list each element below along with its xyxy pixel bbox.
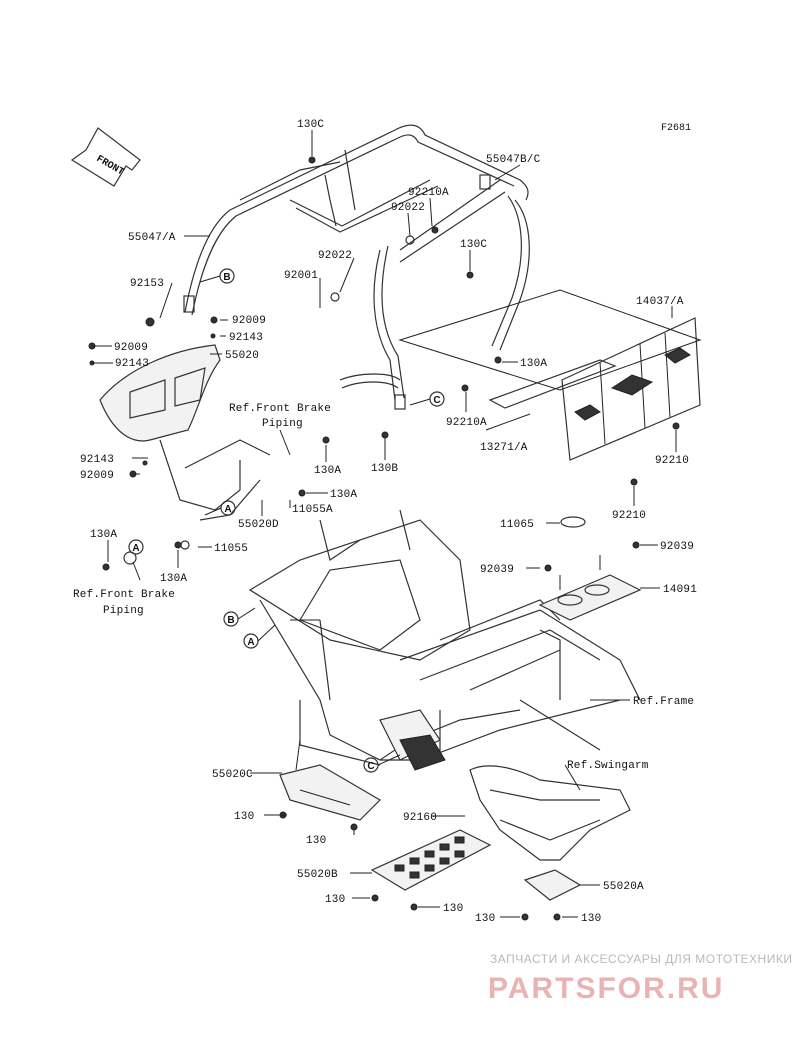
part-label-130b: 130B [371, 463, 398, 475]
front-arrow-icon: FRONT [70, 127, 141, 187]
part-label-130-e: 130 [475, 913, 495, 925]
part-label-92001: 92001 [284, 270, 318, 282]
part-label-92022-a: 92022 [391, 202, 425, 214]
part-label-55020c: 55020C [212, 769, 253, 781]
part-label-130-c: 130 [325, 894, 345, 906]
roll-cage-drawing [183, 124, 530, 410]
part-label-92210a-top: 92210A [408, 187, 449, 199]
part-label-14091: 14091 [663, 584, 697, 596]
skid-plate-a-drawing [523, 869, 582, 901]
part-label-130-d: 130 [443, 903, 463, 915]
part-label-92009-c: 92009 [80, 470, 114, 482]
part-label-130a-c: 130A [330, 489, 357, 501]
skid-plate-b-drawing [370, 829, 492, 891]
part-label-130a-d: 130A [90, 529, 117, 541]
part-label-92022-b: 92022 [318, 250, 352, 262]
swingarm-drawing [469, 765, 631, 861]
part-label-92039-a: 92039 [660, 541, 694, 553]
part-label-130-b: 130 [306, 835, 326, 847]
callout-c1-text: C [433, 395, 440, 406]
part-label-92210-a: 92210 [655, 455, 689, 467]
part-label-92143-c: 92143 [80, 454, 114, 466]
part-label-11065: 11065 [500, 519, 534, 531]
watermark-tagline: ЗАПЧАСТИ И АКСЕССУАРЫ ДЛЯ МОТОТЕХНИКИ [490, 952, 792, 966]
part-label-130a-b: 130A [314, 465, 341, 477]
part-label-130-a: 130 [234, 811, 254, 823]
main-frame-drawing [248, 509, 641, 771]
part-label-92009-b: 92009 [114, 342, 148, 354]
part-label-55020b: 55020B [297, 869, 338, 881]
callout-circle-b2: B [223, 607, 256, 627]
part-label-13271a: 13271/A [480, 442, 528, 454]
part-label-92210-b: 92210 [612, 510, 646, 522]
callout-circle-c2: C [363, 754, 401, 773]
watermark-logo: PARTSFOR.RU [488, 972, 724, 1005]
callout-circle-a3: A [243, 624, 276, 649]
callout-circle-b1: B [199, 268, 235, 284]
part-label-55020a: 55020A [603, 881, 644, 893]
part-label-92153: 92153 [130, 278, 164, 290]
callout-circle-a1: A [204, 500, 236, 516]
callout-a2-text: A [132, 543, 139, 554]
part-label-92143-a: 92143 [229, 332, 263, 344]
callout-c2-text: C [367, 761, 374, 772]
part-label-55020d: 55020D [238, 519, 279, 531]
leader-lines [92, 130, 677, 918]
ref-front-brake-2a: Ref.Front Brake [73, 589, 175, 601]
tray-drawing [538, 516, 642, 621]
part-label-130c-mid: 130C [460, 239, 487, 251]
part-label-130c-top: 130C [297, 119, 324, 131]
front-guard-drawing [99, 344, 271, 565]
part-label-14037a: 14037/A [636, 296, 684, 308]
part-label-92039-b: 92039 [480, 564, 514, 576]
part-label-55047a: 55047/A [128, 232, 176, 244]
part-label-130a-e: 130A [160, 573, 187, 585]
callout-circle-c1: C [409, 391, 445, 407]
ref-front-brake-2b: Piping [103, 605, 144, 617]
callout-b1-text: B [223, 272, 230, 283]
part-label-11055a: 11055A [292, 504, 333, 516]
ref-frame: Ref.Frame [633, 696, 694, 708]
ref-front-brake-1a: Ref.Front Brake [229, 403, 331, 415]
part-label-92160: 92160 [403, 812, 437, 824]
ref-front-brake-1b: Piping [262, 418, 303, 430]
part-label-130a-a: 130A [520, 358, 547, 370]
part-label-11055: 11055 [214, 543, 248, 555]
part-label-130-f: 130 [581, 913, 601, 925]
callout-a1-text: A [224, 504, 231, 515]
ref-swingarm: Ref.Swingarm [567, 760, 649, 772]
part-label-92210a-mid: 92210A [446, 417, 487, 429]
figure-code: F2681 [661, 123, 691, 134]
callout-b2-text: B [227, 615, 234, 626]
part-label-55020: 55020 [225, 350, 259, 362]
callout-circle-a2: A [128, 539, 144, 555]
part-label-55047bc: 55047B/C [486, 154, 541, 166]
skid-plate-c-drawing [279, 764, 381, 821]
part-label-92143-b: 92143 [115, 358, 149, 370]
part-label-92009-a: 92009 [232, 315, 266, 327]
front-arrow-label: FRONT [94, 154, 125, 179]
rear-guard-panel-drawing [398, 289, 702, 461]
callout-a3-text: A [247, 637, 254, 648]
